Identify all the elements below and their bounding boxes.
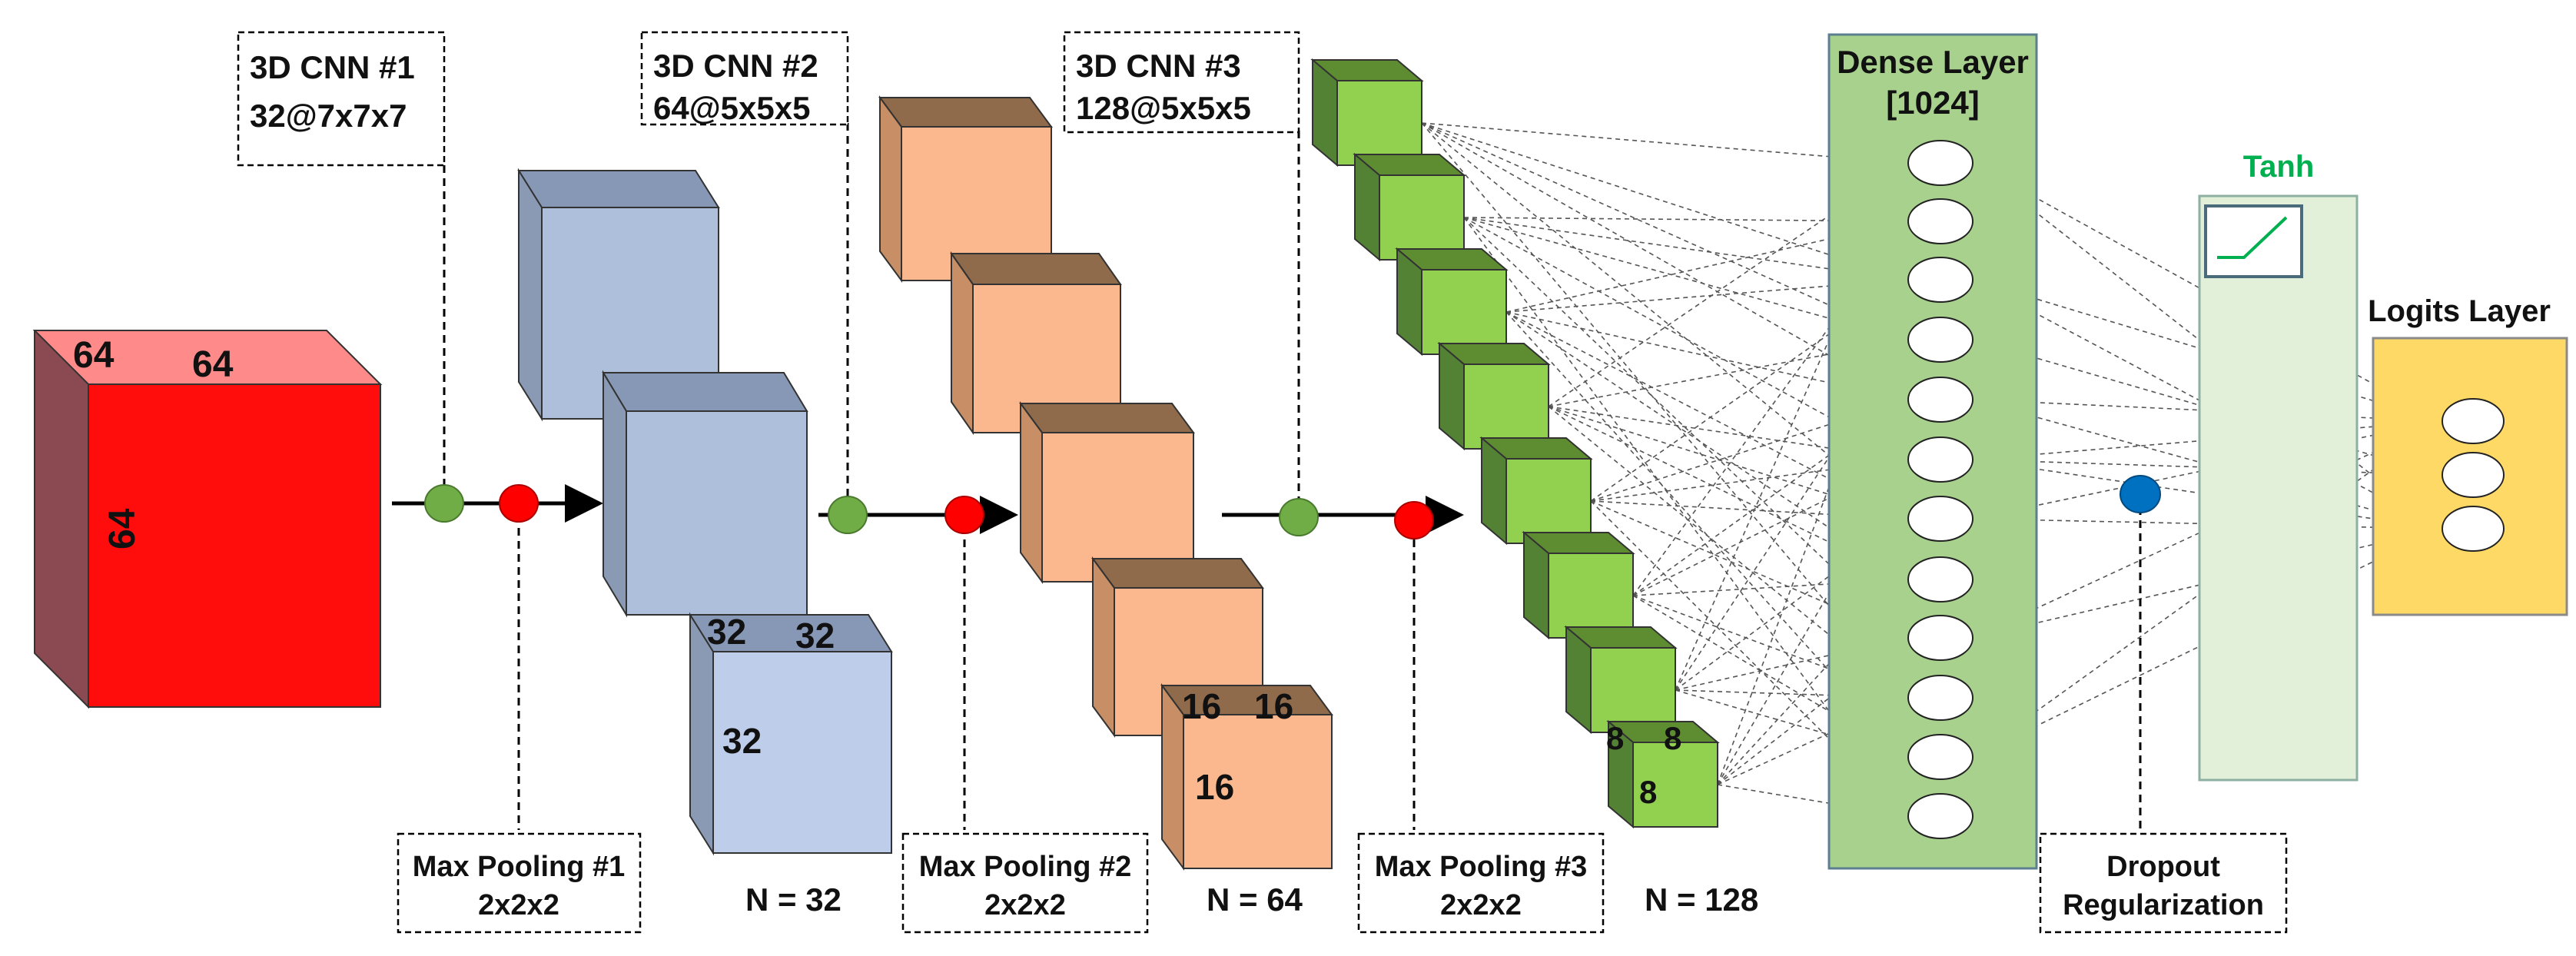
green-cube	[1395, 247, 1509, 357]
tanh-panel	[2198, 194, 2359, 782]
conv1-label-box: 3D CNN #1 32@7x7x7	[237, 31, 446, 167]
dense-neuron	[1907, 257, 1973, 303]
tanh-activation-icon	[2204, 204, 2303, 278]
dense-layer-title: Dense Layer	[1837, 44, 2029, 80]
dense-layer-nodes	[1907, 140, 1973, 839]
conv-dot-2	[828, 496, 868, 534]
count-stage2: N = 64	[1207, 881, 1303, 918]
pool-dot-2	[944, 496, 984, 534]
green-cube	[1310, 58, 1424, 168]
tanh-title: Tanh	[2243, 150, 2315, 184]
pool2-title: Max Pooling #2	[919, 851, 1132, 883]
conv2-label-box: 3D CNN #2 64@5x5x5	[640, 31, 849, 126]
conv2-title: 3D CNN #2	[653, 48, 818, 84]
conv1-feature-cubes: 32 32 32	[517, 168, 893, 856]
dropout-dot	[2120, 475, 2161, 513]
dense-neuron	[1907, 496, 1973, 542]
pool-dot-3	[1394, 501, 1434, 539]
pool2-spec: 2x2x2	[984, 889, 1066, 921]
stage3-dim-top-right: 8	[1664, 720, 1681, 756]
dense-neuron	[1907, 377, 1973, 423]
input-dim-top-left: 64	[73, 335, 115, 376]
stage3-dim-top-left: 8	[1606, 720, 1624, 756]
pool1-spec: 2x2x2	[478, 889, 559, 921]
count-stage1: N = 32	[745, 881, 842, 918]
dense-neuron	[1907, 675, 1973, 721]
conv3-title: 3D CNN #3	[1076, 48, 1241, 84]
pool-dot-1	[499, 484, 539, 523]
logits-layer-nodes	[2442, 398, 2505, 552]
input-dim-top-right: 64	[192, 344, 234, 385]
stage2-dim-top-left: 16	[1182, 686, 1221, 726]
green-cube	[1437, 341, 1551, 451]
input-dim-side: 64	[102, 508, 143, 549]
dense-neuron	[1907, 437, 1973, 483]
conv-dot-1	[424, 484, 464, 523]
conv3-spec: 128@5x5x5	[1076, 90, 1251, 126]
input-volume-cube: 64 64 64	[32, 330, 383, 709]
conv1-title: 3D CNN #1	[250, 49, 415, 85]
pool1-label-box: Max Pooling #1 2x2x2	[397, 832, 642, 934]
green-cube	[1353, 152, 1466, 262]
dropout-label-box: Dropout Regularization	[2039, 832, 2288, 934]
dense-neuron	[1907, 793, 1973, 839]
dropout-subtitle: Regularization	[2063, 889, 2264, 921]
stage1-dim-top-right: 32	[795, 616, 835, 656]
logit-neuron	[2442, 452, 2505, 498]
dense-neuron	[1907, 140, 1973, 186]
logits-layer-title: Logits Layer	[2368, 294, 2551, 328]
logit-neuron	[2442, 506, 2505, 552]
conv1-spec: 32@7x7x7	[250, 98, 407, 134]
dense-neuron	[1907, 198, 1973, 244]
conv2-spec: 64@5x5x5	[653, 90, 810, 126]
green-cube	[1564, 625, 1678, 735]
stage1-dim-top-left: 32	[707, 612, 746, 652]
dropout-title: Dropout	[2106, 851, 2220, 883]
pool2-label-box: Max Pooling #2 2x2x2	[901, 832, 1149, 934]
dense-layer-size: [1024]	[1886, 85, 1979, 121]
stage3-dim-side: 8	[1639, 774, 1657, 810]
conv3-feature-cubes	[1310, 58, 1720, 829]
dense-neuron	[1907, 556, 1973, 602]
conv-dot-3	[1279, 498, 1319, 536]
dense-neuron	[1907, 734, 1973, 780]
conv2-feature-cubes: 16 16 16	[878, 95, 1333, 871]
green-cube	[1522, 530, 1635, 640]
stage1-dim-side: 32	[722, 721, 762, 761]
pool3-spec: 2x2x2	[1440, 889, 1522, 921]
green-cube	[1479, 436, 1593, 546]
logit-neuron	[2442, 398, 2505, 444]
pool3-title: Max Pooling #3	[1375, 851, 1588, 883]
dense-neuron	[1907, 317, 1973, 363]
dense-neuron	[1907, 615, 1973, 661]
green-cube	[1606, 719, 1720, 829]
count-stage3: N = 128	[1645, 881, 1758, 918]
stage2-dim-side: 16	[1195, 767, 1234, 807]
stage2-dim-top-right: 16	[1254, 686, 1293, 726]
pool1-title: Max Pooling #1	[413, 851, 626, 883]
conv3-label-box: 3D CNN #3 128@5x5x5	[1063, 31, 1300, 134]
pool3-label-box: Max Pooling #3 2x2x2	[1357, 832, 1605, 934]
